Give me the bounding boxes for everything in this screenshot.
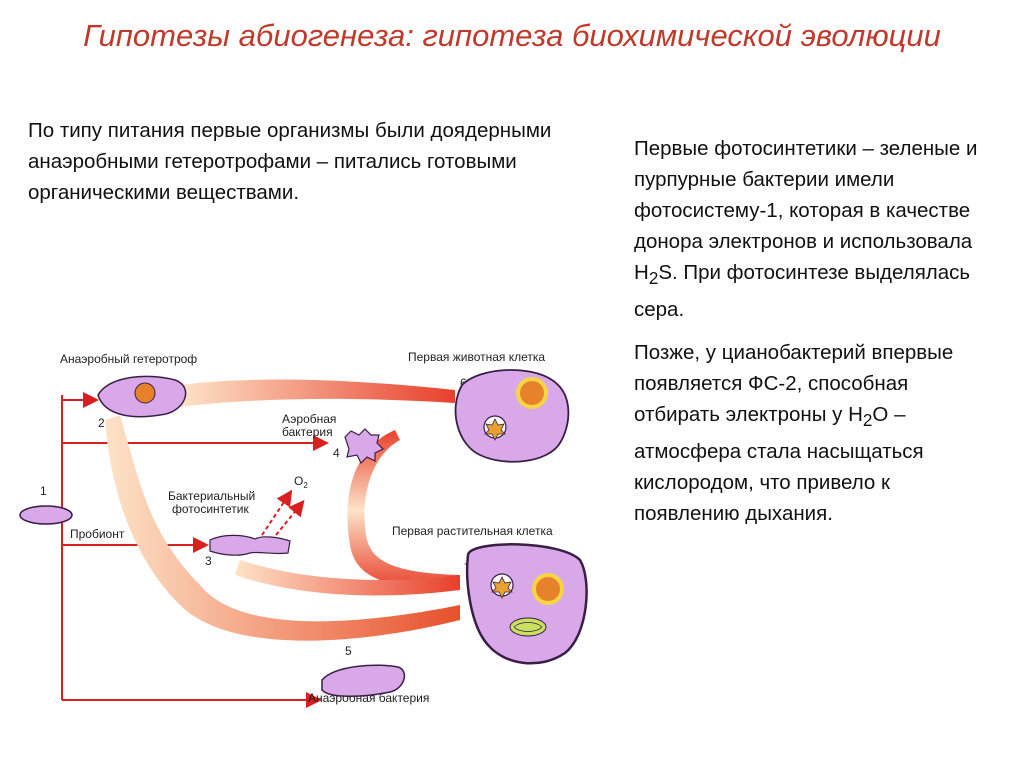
oxygen-arrows (261, 489, 305, 536)
p1-text: Первые фотосинтетики – зеленые и пурпурн… (634, 137, 978, 284)
label-probiont: Пробионт (70, 527, 125, 541)
number-3: 3 (205, 554, 212, 568)
aerobic-bacterium (344, 428, 385, 465)
left-paragraph: По типу питания первые организмы были до… (28, 119, 552, 204)
label-aerobic-2: бактерия (282, 425, 333, 439)
plant-cell (465, 543, 588, 665)
cyanobacteria-paragraph: Позже, у цианобактерий впервые появляетс… (634, 337, 994, 529)
number-4: 4 (333, 446, 340, 460)
p1-subscript: 2 (648, 269, 659, 289)
slide-title: Гипотезы абиогенеза: гипотеза биохимичес… (83, 18, 941, 53)
label-first-plant-cell: Первая растительная клетка (392, 524, 553, 538)
label-anaerobic-heterotroph: Анаэробный гетеротроф (60, 352, 197, 366)
photosynthetic-bacterium (209, 534, 291, 556)
label-bacterial-photo-2: фотосинтетик (172, 502, 249, 516)
flow-bands (105, 379, 460, 641)
number-2: 2 (98, 416, 105, 430)
o2-subscript: 2 (303, 481, 308, 490)
heterotroph-cell (97, 375, 187, 418)
label-first-animal-cell: Первая животная клетка (408, 350, 545, 364)
probiont-cell (19, 505, 73, 525)
right-paragraphs: Первые фотосинтетики – зеленые и пурпурн… (634, 133, 994, 541)
p2-subscript: 2 (862, 411, 873, 431)
number-1: 1 (40, 484, 47, 498)
label-bacterial-photo-1: Бактериальный (168, 489, 255, 503)
label-aerobic-1: Аэробная (282, 412, 336, 426)
animal-cell (454, 369, 570, 463)
anaerobic-bacterium (321, 664, 406, 697)
number-5: 5 (345, 644, 352, 658)
p2-text-end: O – атмосфера стала насыщаться кислородо… (634, 403, 924, 526)
o2-text: O (294, 474, 303, 488)
trunk-arrows (42, 392, 329, 708)
label-o2: O2 (294, 474, 308, 490)
p2-text: Позже, у цианобактерий впервые появляетс… (634, 341, 954, 427)
photosynthetics-paragraph: Первые фотосинтетики – зеленые и пурпурн… (634, 133, 994, 325)
endosymbiosis-diagram: Анаэробный гетеротроф Первая животная кл… (19, 350, 588, 708)
p1-text-end: S. При фотосинтезе выделялась сера. (634, 261, 971, 322)
